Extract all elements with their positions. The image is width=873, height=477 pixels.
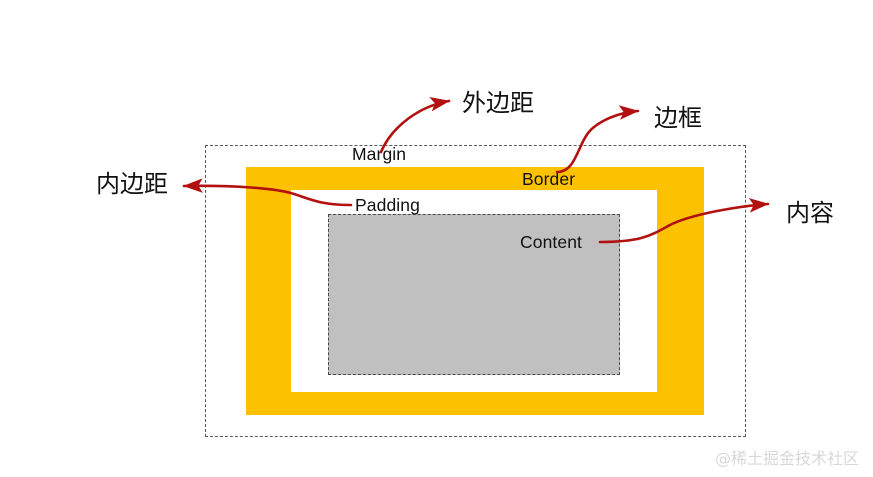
padding-annotation: 内边距 bbox=[96, 170, 168, 198]
border-label: Border bbox=[522, 169, 576, 189]
border-annotation: 边框 bbox=[654, 104, 702, 132]
margin-annotation: 外边距 bbox=[462, 89, 534, 117]
margin-box bbox=[205, 145, 746, 437]
content-box bbox=[328, 214, 620, 375]
watermark: @稀土掘金技术社区 bbox=[714, 449, 859, 468]
content-label: Content bbox=[520, 232, 582, 252]
margin-label: Margin bbox=[352, 144, 407, 164]
padding-label: Padding bbox=[355, 195, 420, 215]
content-annotation: 内容 bbox=[786, 199, 834, 227]
